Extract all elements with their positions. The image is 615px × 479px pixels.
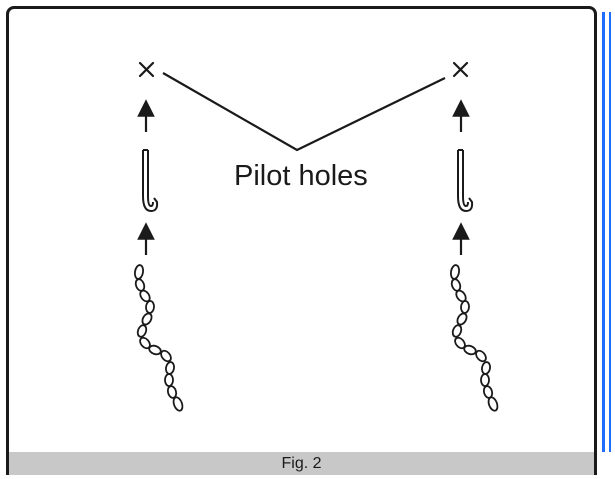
chain-icon-right xyxy=(449,264,499,412)
pilot-hole-x-icon-right xyxy=(452,61,469,78)
figure-caption-bar: Fig. 2 xyxy=(9,452,594,475)
hook-icon-left xyxy=(142,149,159,213)
pilot-holes-label: Pilot holes xyxy=(234,160,368,192)
pilot-hole-x-icon-left xyxy=(138,61,155,78)
callout-leader-lines xyxy=(162,72,446,152)
hook-icon-right xyxy=(457,149,474,213)
figure-frame: Fig. 2 xyxy=(6,6,597,475)
chain-icon-left xyxy=(133,264,184,412)
page-edge-accent xyxy=(602,12,605,452)
page-edge-accent-secondary xyxy=(609,12,611,452)
figure-caption: Fig. 2 xyxy=(281,455,322,472)
